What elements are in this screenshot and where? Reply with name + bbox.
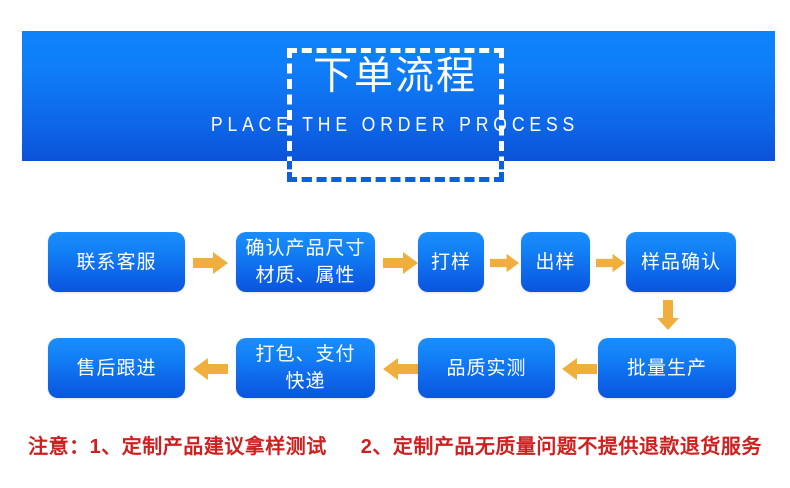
flow-node-label: 批量生产 [626,357,707,379]
flow-arrow-left-3 [193,358,228,380]
flow-node-label: 联系客服 [76,251,157,273]
flow-node-quality-test: 品质实测 [418,338,555,398]
flow-node-after-sales: 售后跟进 [48,338,185,398]
page-title: 下单流程 [312,55,477,98]
flow-arrow-left-1 [562,358,597,380]
footer-note-1: 注意：1、定制产品建议拿样测试 [28,436,327,458]
flow-node-pack-pay-ship: 打包、支付 快递 [236,338,375,398]
page-subtitle: PLACE THE ORDER PROCESS [210,114,580,136]
flow-arrow-right-1 [193,252,228,274]
flow-arrow-right-4 [596,252,625,274]
flow-node-confirm-specs: 确认产品尺寸 材质、属性 [236,232,375,292]
flow-node-label: 打样 [430,251,471,273]
flow-node-label: 样品确认 [640,251,721,273]
flow-node-contact-service: 联系客服 [48,232,185,292]
flow-node-confirm-sample: 样品确认 [626,232,736,292]
flow-node-mass-production: 批量生产 [598,338,736,398]
footer-warning-note: 注意：1、定制产品建议拿样测试 2、定制产品无质量问题不提供退款退货服务 [0,432,790,462]
flow-node-label: 打包、支付 快递 [255,344,356,392]
flow-node-label: 品质实测 [446,357,527,379]
footer-note-2: 2、定制产品无质量问题不提供退款退货服务 [360,436,762,458]
flow-arrow-right-3 [490,252,519,274]
flow-arrow-down-1 [657,300,679,330]
flow-arrow-right-2 [383,252,418,274]
flow-node-deliver-sample: 出样 [521,232,590,292]
flow-node-make-sample: 打样 [418,232,484,292]
flow-node-label: 确认产品尺寸 材质、属性 [245,238,366,286]
flow-arrow-left-2 [383,358,418,380]
flow-node-label: 售后跟进 [76,357,157,379]
flow-node-label: 出样 [535,251,576,273]
